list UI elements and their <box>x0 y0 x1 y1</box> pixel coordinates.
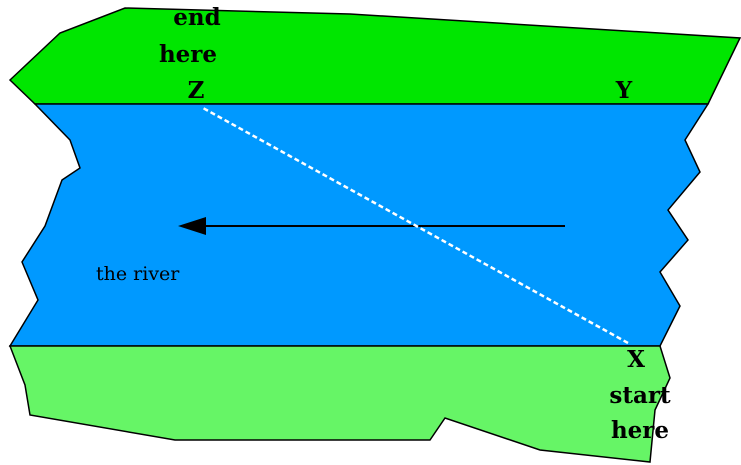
near-bank <box>8 345 671 463</box>
crossing-path <box>202 106 629 345</box>
river-label: the river <box>96 263 180 285</box>
point-z-label: Z <box>188 77 205 104</box>
end-here-line1: end <box>173 4 220 31</box>
end-here-line2: here <box>159 41 217 68</box>
start-here-line1: start <box>609 382 671 409</box>
current-arrowhead <box>178 217 206 235</box>
point-x-label: X <box>627 346 645 373</box>
point-y-label: Y <box>615 77 633 104</box>
start-here-line2: here <box>611 417 669 444</box>
